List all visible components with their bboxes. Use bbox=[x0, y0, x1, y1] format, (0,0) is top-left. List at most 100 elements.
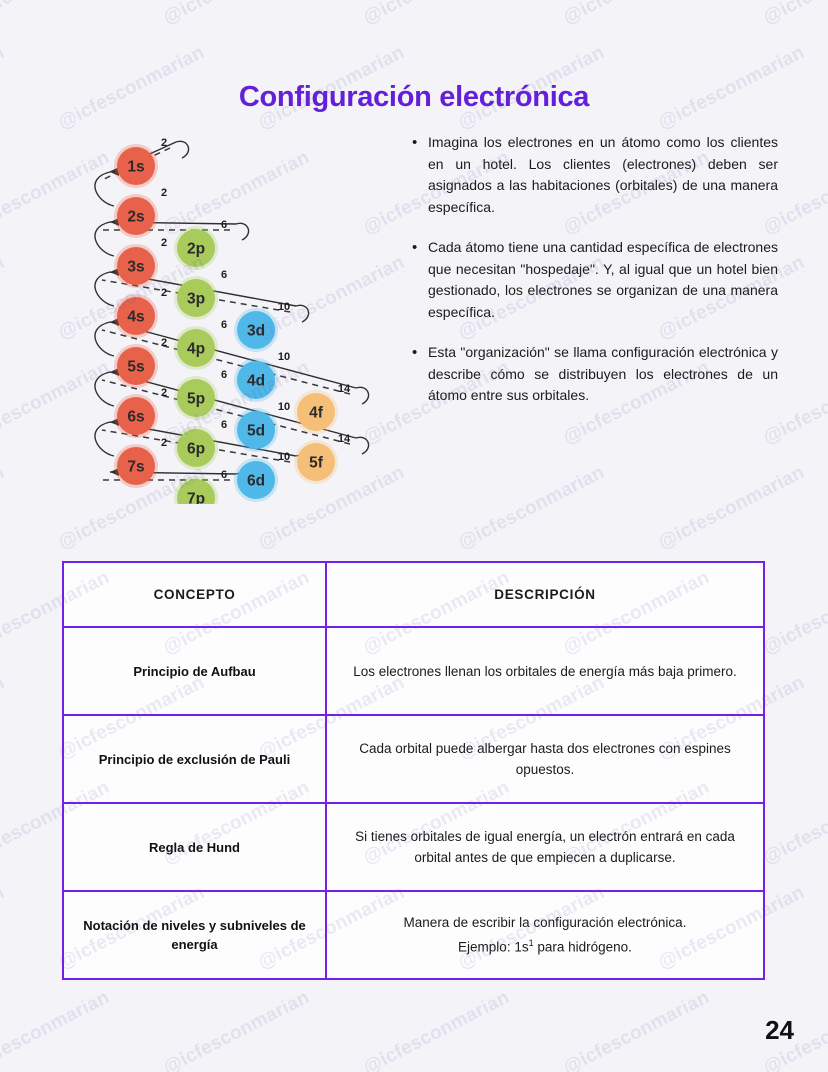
orbital-capacity-2p: 6 bbox=[221, 219, 227, 231]
orbital-label-3p: 3p bbox=[187, 291, 205, 308]
aufbau-orbital-nodes: 1s 2 2s 2 2p 6 3s 2 3p 6 3d 10 4s 2 4p 6 4d 10 4f 14 5s 2 5p 6 5… bbox=[114, 137, 351, 504]
aufbau-dashed-diagonal bbox=[101, 279, 291, 313]
orbital-capacity-2s: 2 bbox=[161, 187, 167, 199]
orbital-label-5p: 5p bbox=[187, 391, 205, 408]
bullet-list: •Imagina los electrones en un átomo como… bbox=[412, 132, 778, 426]
bullet-dot-icon: • bbox=[412, 239, 418, 256]
cell-concepto: Notación de niveles y subniveles de ener… bbox=[62, 890, 327, 980]
header-descripcion: DESCRIPCIÓN bbox=[325, 561, 765, 628]
orbital-label-2p: 2p bbox=[187, 241, 205, 258]
orbital-capacity-1s: 2 bbox=[161, 137, 167, 149]
aufbau-arrowhead bbox=[110, 418, 119, 426]
orbital-label-4d: 4d bbox=[247, 373, 265, 390]
cell-concepto: Principio de Aufbau bbox=[62, 626, 327, 716]
aufbau-arrowhead bbox=[110, 268, 119, 276]
orbital-label-5f: 5f bbox=[309, 455, 324, 472]
aufbau-arrow-paths bbox=[94, 140, 370, 491]
orbital-label-3s: 3s bbox=[127, 259, 144, 276]
orbital-capacity-3p: 6 bbox=[221, 269, 227, 281]
descripcion-line-2-post: para hidrógeno. bbox=[533, 939, 632, 955]
descripcion-line-1: Manera de escribir la configuración elec… bbox=[403, 915, 687, 931]
table-row: Notación de niveles y subniveles de ener… bbox=[62, 890, 765, 980]
orbital-label-7p: 7p bbox=[187, 491, 205, 505]
aufbau-arrowhead bbox=[110, 168, 119, 176]
orbital-circle-4p bbox=[177, 329, 215, 367]
orbital-circle-5f bbox=[297, 443, 335, 481]
orbital-circle-7s bbox=[117, 447, 155, 485]
orbital-capacity-4f: 14 bbox=[338, 383, 351, 395]
aufbau-solid-path bbox=[94, 271, 297, 307]
aufbau-dashed-diagonal bbox=[101, 429, 291, 463]
orbital-circle-6p bbox=[177, 429, 215, 467]
superscript-electron-count: 1 bbox=[528, 938, 534, 949]
aufbau-return-hook bbox=[355, 386, 370, 405]
cell-descripcion: Cada orbital puede albergar hasta dos el… bbox=[325, 714, 765, 804]
orbital-label-3d: 3d bbox=[247, 323, 265, 340]
orbital-circle-4s bbox=[117, 297, 155, 335]
orbital-capacity-7s: 2 bbox=[161, 437, 167, 449]
orbital-circle-1s bbox=[117, 147, 155, 185]
orbital-capacity-5p: 6 bbox=[221, 369, 227, 381]
aufbau-return-hook bbox=[355, 436, 370, 455]
bullet-text: Cada átomo tiene una cantidad específica… bbox=[428, 239, 778, 320]
orbital-circle-4d bbox=[237, 361, 275, 399]
aufbau-solid-path bbox=[94, 371, 357, 439]
bullet-dot-icon: • bbox=[412, 344, 418, 361]
descripcion-line-2-pre: Ejemplo: 1s bbox=[458, 939, 529, 955]
orbital-capacity-4s: 2 bbox=[161, 287, 167, 299]
orbital-circle-6s bbox=[117, 397, 155, 435]
aufbau-return-hook bbox=[175, 140, 190, 159]
orbital-circle-5d bbox=[237, 411, 275, 449]
header-concepto: CONCEPTO bbox=[62, 561, 327, 628]
orbital-label-6s: 6s bbox=[127, 409, 144, 426]
orbital-label-6p: 6p bbox=[187, 441, 205, 458]
orbital-capacity-5d: 10 bbox=[278, 401, 290, 413]
aufbau-diagram: 1s 2 2s 2 2p 6 3s 2 3p 6 3d 10 4s 2 4p 6 4d 10 4f 14 5s 2 5p 6 5… bbox=[78, 124, 398, 504]
orbital-capacity-6s: 2 bbox=[161, 387, 167, 399]
bullet-text: Esta "organización" se llama configuraci… bbox=[428, 344, 778, 403]
orbital-circle-3s bbox=[117, 247, 155, 285]
aufbau-solid-path bbox=[94, 221, 237, 257]
orbital-capacity-4p: 6 bbox=[221, 319, 227, 331]
orbital-circle-2s bbox=[117, 197, 155, 235]
aufbau-solid-path bbox=[94, 421, 297, 457]
aufbau-arrowhead bbox=[110, 318, 119, 326]
cell-descripcion-notacion: Manera de escribir la configuración elec… bbox=[325, 890, 765, 980]
orbital-circle-7p bbox=[177, 479, 215, 504]
cell-concepto: Regla de Hund bbox=[62, 802, 327, 892]
orbital-circle-5s bbox=[117, 347, 155, 385]
orbital-capacity-5f: 14 bbox=[338, 433, 351, 445]
orbital-label-6d: 6d bbox=[247, 473, 265, 490]
orbital-label-1s: 1s bbox=[127, 159, 144, 176]
aufbau-arrowhead bbox=[110, 218, 119, 226]
table-row: Principio de Aufbau Los electrones llena… bbox=[62, 626, 765, 716]
bullet-dot-icon: • bbox=[412, 134, 418, 151]
orbital-label-4f: 4f bbox=[309, 405, 324, 422]
orbital-label-4s: 4s bbox=[127, 309, 144, 326]
orbital-label-4p: 4p bbox=[187, 341, 205, 358]
aufbau-return-hook bbox=[295, 304, 310, 323]
aufbau-return-hook bbox=[235, 222, 250, 241]
aufbau-dashed-diagonal bbox=[101, 329, 351, 395]
cell-descripcion: Si tienes orbitales de igual energía, un… bbox=[325, 802, 765, 892]
orbital-label-5s: 5s bbox=[127, 359, 144, 376]
orbital-circle-2p bbox=[177, 229, 215, 267]
aufbau-diagram-svg: 1s 2 2s 2 2p 6 3s 2 3p 6 3d 10 4s 2 4p 6 4d 10 4f 14 5s 2 5p 6 5… bbox=[94, 137, 370, 504]
aufbau-dashed-diagonal bbox=[101, 379, 351, 445]
orbital-capacity-6p: 6 bbox=[221, 419, 227, 431]
orbital-label-7s: 7s bbox=[127, 459, 144, 476]
aufbau-solid-path bbox=[94, 141, 177, 207]
aufbau-arrowhead bbox=[110, 468, 119, 476]
table-row: Principio de exclusión de Pauli Cada orb… bbox=[62, 714, 765, 804]
orbital-label-5d: 5d bbox=[247, 423, 265, 440]
orbital-capacity-5s: 2 bbox=[161, 337, 167, 349]
orbital-label-2s: 2s bbox=[127, 209, 144, 226]
bullet-item: • Cada átomo tiene una cantidad específic… bbox=[412, 237, 778, 323]
aufbau-arrowhead bbox=[110, 368, 119, 376]
cell-concepto: Principio de exclusión de Pauli bbox=[62, 714, 327, 804]
bullet-item: • Esta "organización" se llama configurac… bbox=[412, 342, 778, 407]
orbital-capacity-3s: 2 bbox=[161, 237, 167, 249]
page-title: Configuración electrónica bbox=[238, 81, 590, 114]
orbital-capacity-6d: 10 bbox=[278, 451, 290, 463]
